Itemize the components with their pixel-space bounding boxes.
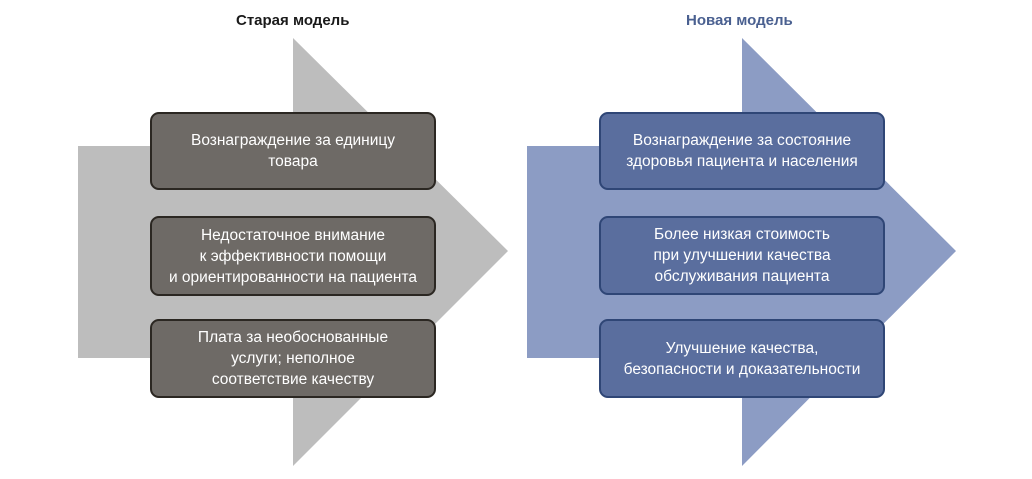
old-model-item-2-line-1: Недостаточное внимание xyxy=(200,226,386,244)
old-model-panel: Старая модель Вознаграждение за единицу … xyxy=(78,12,508,466)
old-model-item-3: Плата за необоснованные услуги; неполное… xyxy=(150,319,436,398)
new-model-item-1-line-1: Вознаграждение за состояние xyxy=(632,132,852,149)
new-model-item-3-line-2: безопасности и доказательности xyxy=(623,360,861,378)
new-model-item-3: Улучшение качества, безопасности и доказ… xyxy=(599,319,885,398)
old-model-title: Старая модель xyxy=(236,12,350,29)
old-model-item-3-line-1: Плата за необоснованные xyxy=(197,329,389,346)
new-model-title: Новая модель xyxy=(686,12,793,29)
old-model-item-2: Недостаточное внимание к эффективности п… xyxy=(150,216,436,296)
old-model-item-2-line-2: к эффективности помощи xyxy=(199,247,387,265)
new-model-item-2: Более низкая стоимость при улучшении кач… xyxy=(599,216,885,295)
new-model-item-3-line-1: Улучшение качества, xyxy=(665,339,819,357)
new-model-item-1: Вознаграждение за состояние здоровья пац… xyxy=(599,112,885,190)
old-model-item-3-line-2: услуги; неполное xyxy=(231,350,355,367)
old-model-item-1: Вознаграждение за единицу товара xyxy=(150,112,436,190)
new-model-item-2-line-1: Более низкая стоимость xyxy=(654,226,830,243)
new-model-panel: Новая модель Вознаграждение за состояние… xyxy=(520,0,1032,479)
old-model-item-1-line-1: Вознаграждение за единицу xyxy=(190,132,395,149)
new-model-item-1-line-2: здоровья пациента и населения xyxy=(626,153,858,170)
new-model-item-2-line-2: при улучшении качества xyxy=(653,247,831,264)
old-model-item-2-line-3: и ориентированности на пациента xyxy=(168,268,418,286)
old-model-item-3-line-3: соответствие качеству xyxy=(211,371,375,388)
new-model-item-2-line-3: обслуживания пациента xyxy=(654,268,830,285)
old-model-item-1-line-2: товара xyxy=(268,153,318,170)
